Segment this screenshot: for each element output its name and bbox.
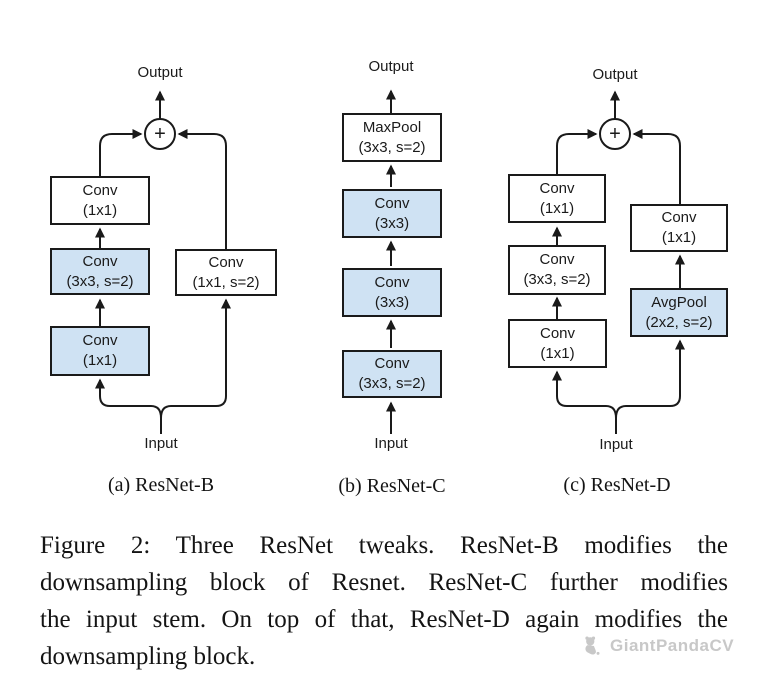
block-conv-1x1: Conv (1x1) xyxy=(50,326,150,376)
panel-a-input-left-branch xyxy=(95,378,162,419)
caption-line-3: the input stem. On top of that, ResNet-D… xyxy=(40,606,728,633)
panel-a-input-label: Input xyxy=(144,435,178,452)
block-conv-1x1: Conv (1x1) xyxy=(508,174,606,223)
block-label: Conv xyxy=(374,273,410,291)
block-label: Conv xyxy=(374,355,410,372)
block-params: (1x1) xyxy=(539,199,575,217)
block-maxpool-3x3-s2: MaxPool (3x3, s=2) xyxy=(342,113,442,162)
caption-line-1: Figure 2: Three ResNet tweaks. ResNet-B … xyxy=(40,532,728,559)
panel-c-adder-circle xyxy=(599,118,631,150)
block-label: Conv xyxy=(82,332,118,349)
panel-a-adder-circle xyxy=(144,118,176,150)
block-label: Conv xyxy=(539,324,576,342)
panel-b-input-label: Input xyxy=(374,435,408,452)
block-label: Conv xyxy=(539,251,575,268)
panel-a-input-right-branch xyxy=(160,298,231,419)
block-label: AvgPool xyxy=(651,293,707,311)
panel-c-left-to-adder-arrow xyxy=(556,129,598,174)
block-params: (3x3) xyxy=(374,293,410,311)
block-conv-1x1: Conv (1x1) xyxy=(630,204,728,252)
panel-a-plus-symbol: + xyxy=(154,123,166,145)
block-label: Conv xyxy=(82,181,118,199)
panel-c-output-label: Output xyxy=(592,66,638,83)
panel-a-output-label: Output xyxy=(137,64,183,81)
panel-c-shortcut-to-adder-arrow xyxy=(632,129,681,204)
block-label: Conv xyxy=(661,209,697,226)
block-conv-3x3: Conv (3x3) xyxy=(342,189,442,238)
block-params: (3x3, s=2) xyxy=(358,375,426,392)
block-params: (3x3) xyxy=(374,214,410,232)
block-params: (3x3, s=2) xyxy=(523,271,591,288)
block-conv-3x3-s2: Conv (3x3, s=2) xyxy=(508,245,606,295)
block-label: Conv xyxy=(208,253,244,271)
panel-b-caption: (b) ResNet-C xyxy=(338,475,446,497)
panel-b-output-label: Output xyxy=(368,58,414,75)
watermark-text: GiantPandaCV xyxy=(610,636,735,655)
block-params: (3x3, s=2) xyxy=(66,272,134,290)
panel-c-caption: (c) ResNet-D xyxy=(563,474,671,496)
block-params: (1x1) xyxy=(661,229,697,246)
block-params: (1x1) xyxy=(82,201,118,219)
block-avgpool-2x2-s2: AvgPool (2x2, s=2) xyxy=(630,288,728,337)
figure-caption: Figure 2: Three ResNet tweaks. ResNet-B … xyxy=(40,527,728,675)
block-label: Conv xyxy=(539,179,575,197)
block-params: (3x3, s=2) xyxy=(358,138,426,156)
block-conv-1x1-s2: Conv (1x1, s=2) xyxy=(175,249,277,296)
watermark: GiantPandaCV xyxy=(582,635,734,657)
block-conv-1x1: Conv (1x1) xyxy=(50,176,150,225)
block-conv-1x1: Conv (1x1) xyxy=(508,319,607,368)
block-conv-3x3: Conv (3x3) xyxy=(342,268,442,317)
caption-line-4: downsampling block. xyxy=(40,643,256,670)
panel-a-shortcut-to-adder-arrow xyxy=(177,129,227,249)
block-conv-3x3-s2: Conv (3x3, s=2) xyxy=(342,350,442,398)
giantpandacv-logo-icon xyxy=(582,635,604,657)
block-label: Conv xyxy=(374,194,410,212)
block-label: Conv xyxy=(82,252,118,270)
block-params: (1x1) xyxy=(540,344,575,362)
panel-c-plus-symbol: + xyxy=(609,123,621,145)
block-params: (1x1, s=2) xyxy=(192,273,260,291)
diagram-arrows xyxy=(95,89,685,434)
panel-c-input-right-branch xyxy=(615,339,685,419)
block-params: (1x1) xyxy=(82,352,118,369)
panel-a-left-to-adder-arrow xyxy=(99,129,143,176)
block-conv-3x3-s2: Conv (3x3, s=2) xyxy=(50,248,150,295)
block-label: MaxPool xyxy=(362,118,422,136)
panel-a-caption: (a) ResNet-B xyxy=(107,474,215,496)
panel-c-input-left-branch xyxy=(552,370,617,419)
panel-c-input-label: Input xyxy=(599,436,633,453)
block-params: (2x2, s=2) xyxy=(645,313,713,331)
caption-line-2: downsampling block of Resnet. ResNet-C f… xyxy=(40,569,728,596)
